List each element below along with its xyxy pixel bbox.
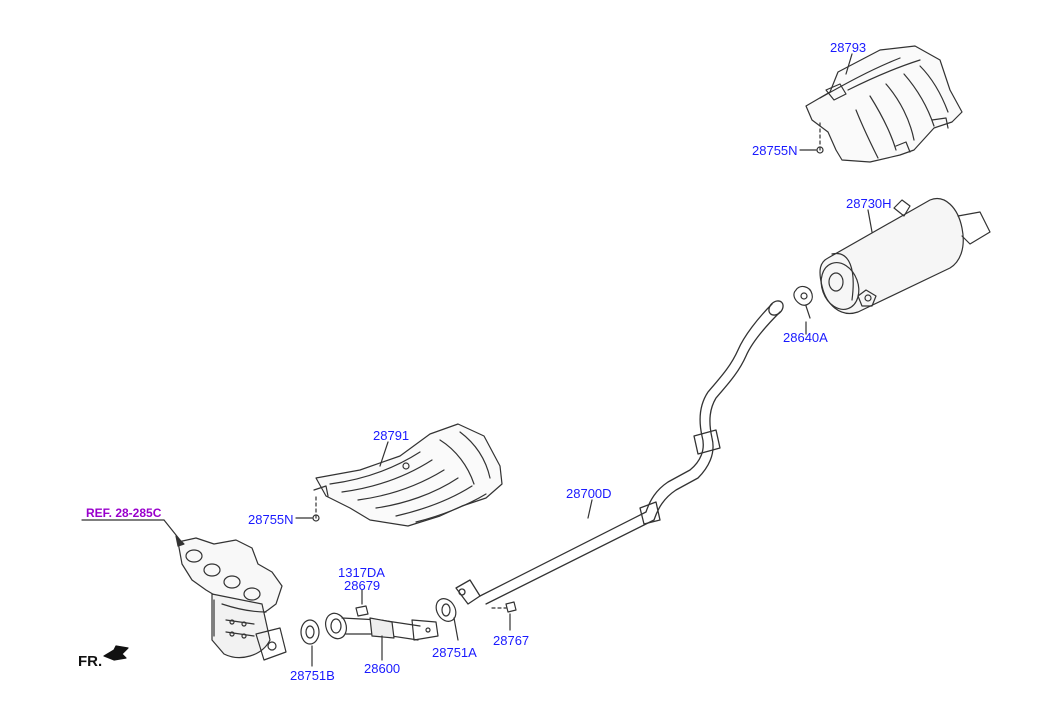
exhaust-manifold-catalytic-converter [177,537,287,661]
nut-28679 [355,605,369,617]
label-28755n-top: 28755N [752,143,798,158]
label-28767: 28767 [493,633,530,648]
rubber-hanger [793,285,813,319]
gasket-28751b [300,619,320,645]
rear-heat-shield [805,45,963,163]
gasket-28751a [435,598,457,622]
front-direction-arrow [103,645,129,661]
label-28793: 28793 [830,40,867,55]
label-28600: 28600 [364,661,401,676]
label-1317da: 1317DA [338,565,385,580]
nut-28767 [505,601,517,613]
front-pipe [325,612,439,641]
ref-label: REF. 28-285C [86,506,162,520]
label-28755n-mid: 28755N [248,512,294,527]
label-28700d: 28700D [566,486,612,501]
label-28730h: 28730H [846,196,892,211]
label-28751b: 28751B [290,668,335,683]
label-28679: 28679 [344,578,381,593]
rear-muffler [819,198,991,314]
front-heat-shield [313,423,503,527]
main-exhaust-pipe [455,300,784,605]
label-28751a: 28751A [432,645,477,660]
label-28640a: 28640A [783,330,828,345]
fr-label: FR. [78,653,103,670]
label-28791: 28791 [373,428,410,443]
